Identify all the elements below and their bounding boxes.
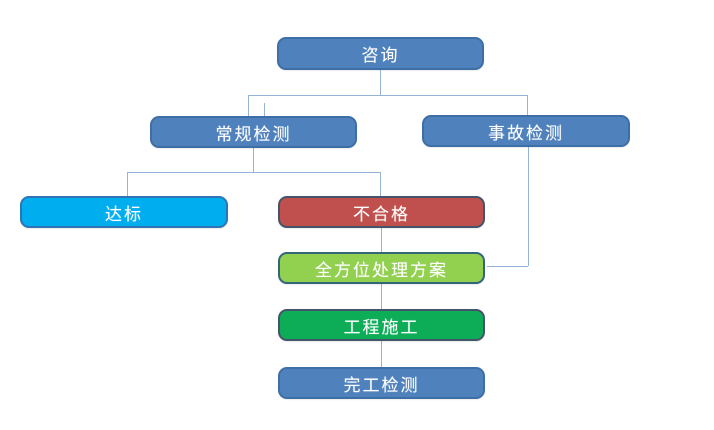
connector-line: [528, 147, 529, 266]
connector-line: [253, 148, 254, 172]
node-label: 常规检测: [215, 124, 292, 144]
node-label: 工程施工: [343, 317, 420, 337]
node-consulting: 咨询: [277, 37, 484, 70]
connector-line: [380, 172, 381, 196]
node-comprehensive-plan: 全方位处理方案: [278, 252, 485, 284]
connector-line: [380, 70, 381, 95]
connector-line: [381, 284, 382, 309]
connector-line: [381, 341, 382, 367]
node-construction: 工程施工: [278, 309, 485, 341]
connector-line: [487, 266, 528, 267]
connector-line: [527, 95, 528, 115]
connector-line: [248, 95, 249, 116]
node-label: 达标: [105, 204, 143, 224]
node-label: 咨询: [361, 46, 400, 65]
node-label: 事故检测: [488, 123, 564, 143]
node-completion-testing: 完工检测: [278, 367, 485, 399]
connector-line: [264, 103, 265, 116]
connector-line: [127, 172, 128, 196]
node-label: 全方位处理方案: [315, 260, 448, 280]
node-unqualified: 不合格: [278, 196, 485, 228]
connector-line: [127, 172, 381, 173]
connector-line: [248, 95, 528, 96]
node-label: 完工检测: [343, 375, 420, 395]
node-up-to-standard: 达标: [20, 196, 228, 228]
node-label: 不合格: [353, 204, 410, 224]
node-routine-testing: 常规检测: [150, 116, 357, 148]
node-accident-testing: 事故检测: [422, 115, 630, 147]
connector-line: [381, 228, 382, 252]
